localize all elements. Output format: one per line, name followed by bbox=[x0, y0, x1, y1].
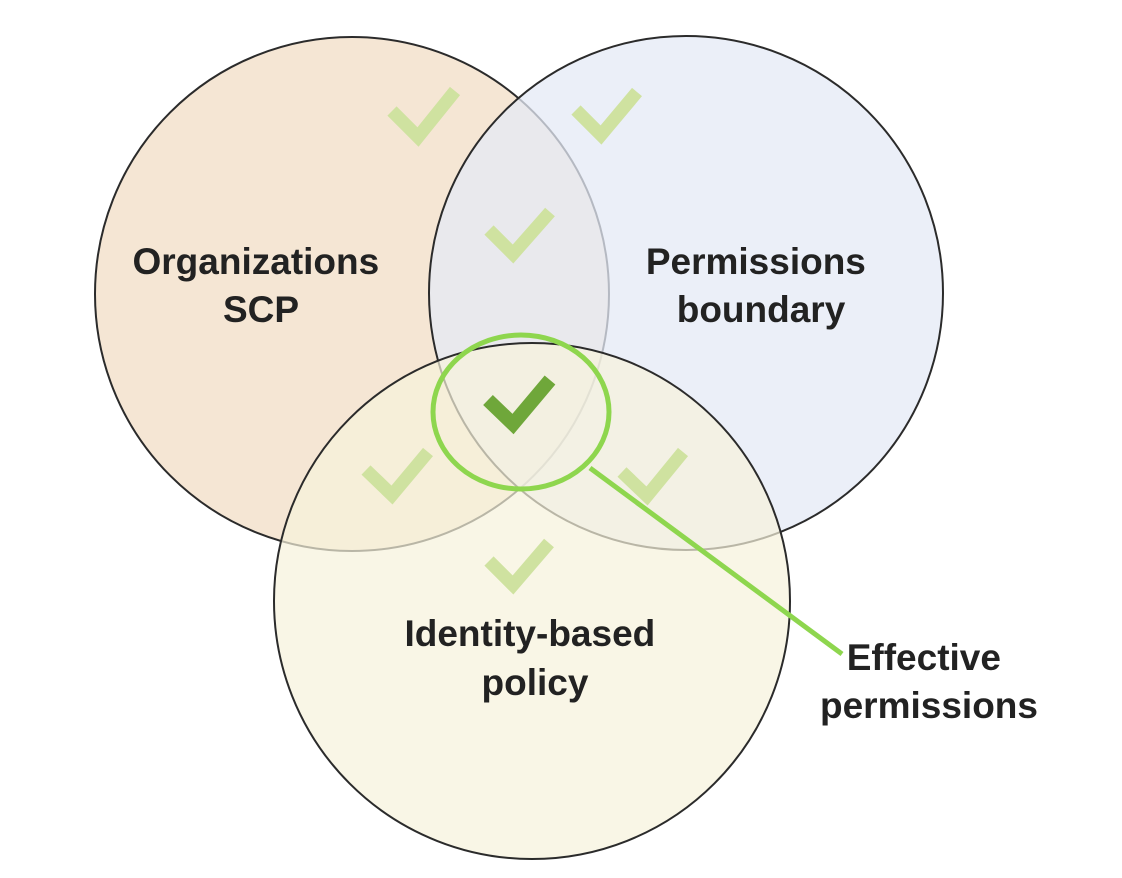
effective-permissions-label: Effective permissions bbox=[820, 637, 1038, 726]
check-icon bbox=[617, 447, 689, 506]
effective-permissions-highlight bbox=[430, 332, 612, 492]
check-icon bbox=[387, 86, 461, 147]
callout-leader-line bbox=[588, 465, 844, 657]
organizations-scp-label: Organizations SCP bbox=[133, 241, 390, 330]
permissions-boundary-label: Permissions boundary bbox=[646, 241, 876, 330]
check-icon bbox=[571, 87, 642, 145]
check-icon bbox=[484, 207, 555, 264]
identity-based-policy-label: Identity-based policy bbox=[404, 613, 665, 703]
check-icon bbox=[361, 447, 433, 505]
identity-based-policy-circle bbox=[273, 342, 791, 860]
check-icon bbox=[484, 538, 554, 595]
check-icon bbox=[483, 375, 556, 435]
check-icon-group bbox=[361, 86, 689, 595]
